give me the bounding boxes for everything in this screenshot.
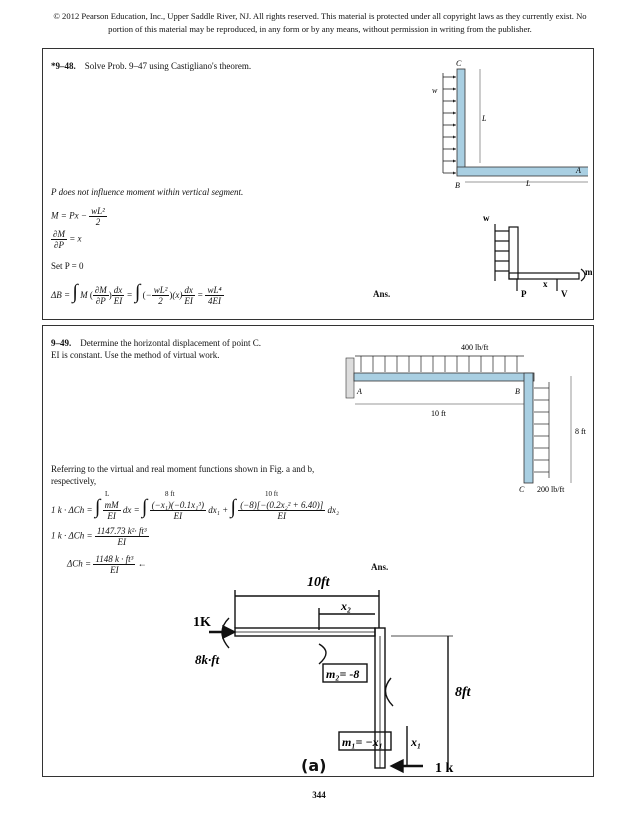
figa-moment: 8k·ft	[195, 652, 220, 667]
problem-number-949: 9–49.	[51, 338, 72, 348]
direction-arrow-icon: ←	[137, 558, 147, 569]
eq3-num: 1148 k · ft³	[93, 554, 136, 565]
dmdp-rhs: = x	[69, 233, 82, 244]
label-b: B	[455, 181, 460, 190]
answer-label-949: Ans.	[371, 562, 389, 572]
figa-1k-top: 1K	[193, 615, 211, 630]
copyright-notice: © 2012 Pearson Education, Inc., Upper Sa…	[53, 11, 587, 34]
side-load-arrows	[534, 382, 550, 478]
label-c-949: C	[519, 485, 525, 493]
eq1-int1-num: mM	[102, 500, 121, 512]
problem-number: *9–48.	[51, 61, 76, 71]
figa-m2: m₂= -8	[326, 667, 359, 681]
problem-statement: Solve Prob. 9–47 using Castigliano's the…	[84, 61, 252, 71]
statement-line-1: Determine the horizontal displacement of…	[80, 338, 261, 348]
figa-x2: x₂	[340, 599, 351, 613]
label-a: A	[575, 166, 581, 175]
equation-moment-lhs: M = Px −	[51, 210, 87, 221]
eq2-num: 1147.73 k²· ft³	[94, 526, 149, 537]
answer-label: Ans.	[373, 289, 391, 299]
label-l-horizontal: L	[525, 179, 531, 188]
set-p-text: Set P = 0	[51, 261, 84, 271]
figa-8ft: 8ft	[455, 685, 472, 700]
eq1-lim-upper-1: L	[105, 490, 110, 498]
delta-b-result-num: wL⁴	[205, 285, 224, 297]
equation-moment-den: 2	[95, 217, 101, 227]
equation-moment-num: wL²	[89, 206, 107, 217]
top-load-label: 400 lb/ft	[461, 343, 489, 352]
problem-9-48-header: *9–48. Solve Prob. 9–47 using Castiglian…	[51, 61, 251, 71]
eq1-int1-tail: dx =	[122, 505, 140, 515]
vertical-member-949	[523, 372, 534, 484]
delta-b-equals: =	[126, 290, 133, 300]
problem-9-49-header: 9–49. Determine the horizontal displacem…	[51, 338, 261, 348]
problem-9-48-panel: *9–48. Solve Prob. 9–47 using Castiglian…	[42, 48, 594, 320]
eq2-lhs: 1 k · ΔCh =	[51, 530, 93, 541]
figa-1k-bottom: 1 k	[435, 761, 454, 776]
top-load-arrows	[360, 356, 518, 372]
reference-line-1: Referring to the virtual and real moment…	[51, 464, 315, 474]
label-c: C	[456, 59, 462, 68]
wall-support	[345, 357, 355, 399]
eq1-lim-upper-2: 8 ft	[165, 490, 175, 498]
side-load-label: 200 lb/ft	[537, 485, 565, 493]
dim-8ft: 8 ft	[575, 427, 587, 436]
eq1-int3-tail: dx₂	[327, 505, 340, 515]
eq1-int2-num: (−x₁)(−0.1x₁³)	[149, 500, 206, 512]
figa-x1: x₁	[410, 735, 421, 749]
dim-10ft: 10 ft	[431, 409, 447, 418]
eq1-lim-upper-3: 10 ft	[265, 490, 279, 498]
figure-a-virtual-moment: 10ft x₂ 1K 8k·ft m₂= -8 8ft x₁ m₁= −x₁ 1…	[193, 575, 472, 776]
frame-figure-949: 400 lb/ft A B 10 ft 8 ft C 200 lb/ft	[345, 343, 587, 493]
horizontal-member	[456, 166, 588, 177]
eq1-lhs: 1 k · ΔCh =	[51, 505, 93, 515]
horizontal-member-949	[353, 372, 535, 382]
eq3-lhs: ΔCh =	[67, 558, 92, 569]
problem-9-49-panel: 9–49. Determine the horizontal displacem…	[42, 325, 594, 777]
equation-dmdp: ∂M∂P = x	[51, 229, 82, 250]
page-number: 344	[312, 790, 326, 800]
delta-b-lhs: ΔB =	[51, 290, 71, 300]
eq1-int3-num: (−8)[−(0.2x₂² + 6.40)]	[238, 500, 326, 512]
delta-b-integrand: M	[80, 290, 88, 300]
free-body-sketch: w x m P V	[483, 213, 593, 299]
statement-line-2: EI is constant. Use the method of virtua…	[51, 350, 220, 360]
distributed-load-arrows	[442, 73, 456, 174]
label-b-949: B	[515, 387, 520, 396]
sketch-x: x	[543, 279, 548, 289]
figa-10ft: 10ft	[307, 575, 331, 590]
eq3-den: EI	[110, 565, 119, 575]
eq1-int2-den: EI	[173, 511, 183, 522]
label-a-949: A	[356, 387, 362, 396]
dm-num: ∂M	[51, 229, 67, 240]
frame-figure: C w L A B L	[432, 59, 588, 190]
sketch-p: P	[521, 289, 527, 299]
sketch-m: m	[585, 267, 593, 277]
eq1-int2-tail: dx₁ +	[208, 505, 229, 515]
dp-den: ∂P	[54, 240, 64, 250]
label-w: w	[432, 86, 438, 95]
note-text: P does not influence moment within verti…	[51, 187, 244, 197]
eq2-den: EI	[117, 537, 126, 547]
label-l-vertical: L	[481, 114, 487, 123]
figa-m1: m₁= −x₁	[342, 735, 383, 749]
vertical-member	[456, 68, 466, 176]
delta-b-result-den: 4EI	[208, 296, 222, 307]
eq1-int3-den: EI	[277, 511, 286, 522]
reference-line-2: respectively,	[51, 476, 97, 486]
sketch-v: V	[561, 289, 568, 299]
eq1-int1-den: EI	[107, 511, 116, 522]
sketch-w: w	[483, 213, 490, 223]
figure-a-caption: (a)	[301, 756, 327, 775]
